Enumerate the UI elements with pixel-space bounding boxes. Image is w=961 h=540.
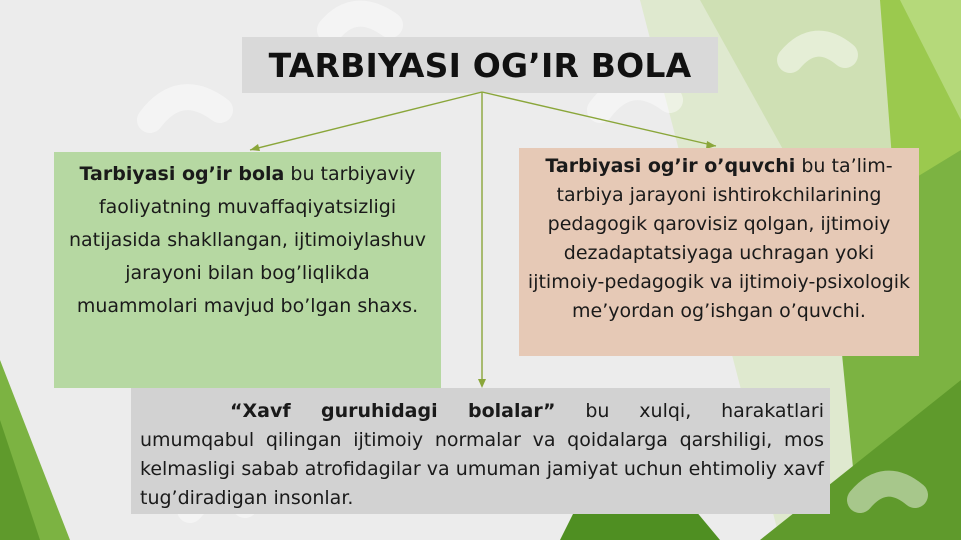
definition-box-bottom: “Xavf guruhidagi bolalar” bu xulqi, hara… [131,388,830,514]
arrowhead-right [706,141,716,149]
connector-right [481,91,717,147]
bottom-text: bu xulqi, harakatlari umumqabul qilingan… [140,400,824,509]
arrowhead-left [250,144,260,151]
definition-box-right: Tarbiyasi og’ir o’quvchi bu ta’lim-tarbi… [519,148,919,356]
page-title: TARBIYASI OG’IR BOLA [268,45,692,85]
definition-box-left: Tarbiyasi og’ir bola bu tarbiyaviy faoli… [54,152,441,388]
right-term: Tarbiyasi og’ir o’quvchi [545,155,796,177]
title-box: TARBIYASI OG’IR BOLA [242,37,718,93]
arrowhead-down [478,379,486,388]
connector-left [249,91,483,151]
bottom-term: “Xavf guruhidagi bolalar” [230,400,556,422]
left-text: bu tarbiyaviy faoliyatning muvaffaqiyats… [68,163,426,317]
right-text: bu ta’lim-tarbiya jarayoni ishtirokchila… [527,155,911,322]
left-term: Tarbiyasi og’ir bola [79,163,285,185]
